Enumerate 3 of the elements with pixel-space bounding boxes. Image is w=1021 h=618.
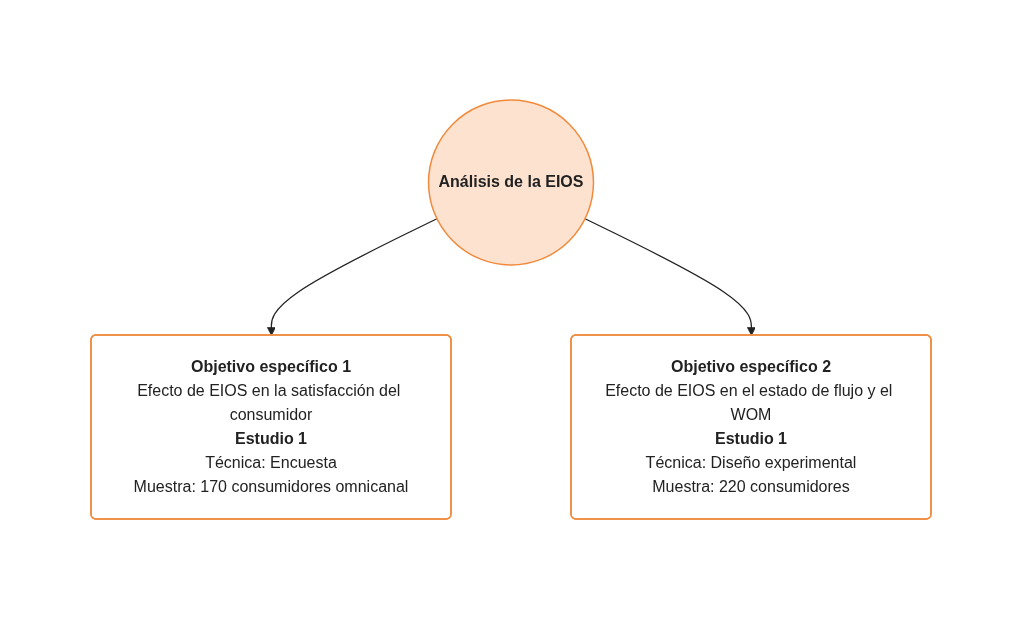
arrow — [266, 217, 438, 336]
node-circle: Análisis de la EIOS — [427, 98, 594, 266]
arrow — [583, 217, 756, 336]
